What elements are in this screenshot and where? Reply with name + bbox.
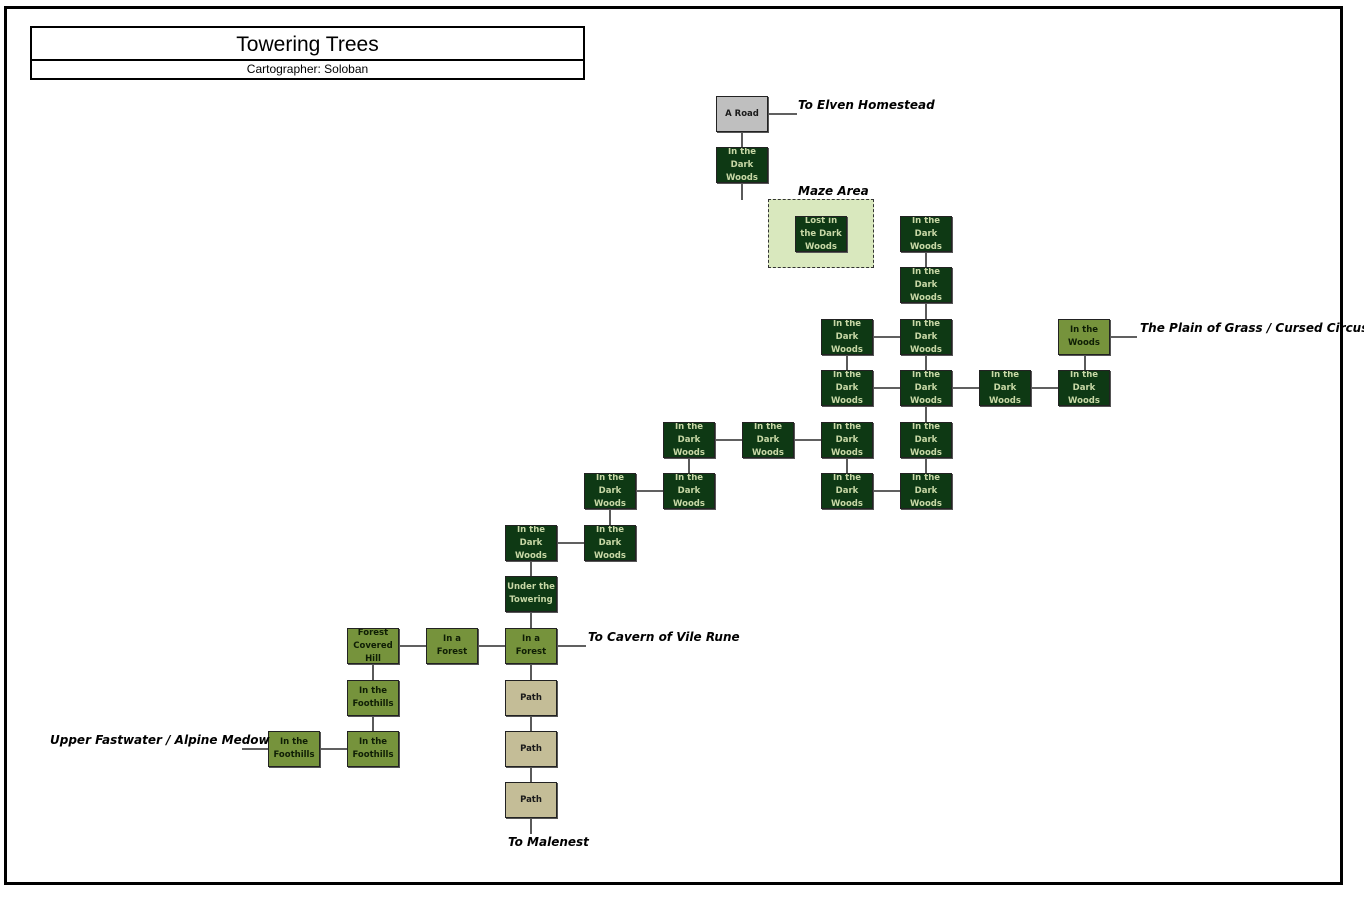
exit-label-plain-of-grass: The Plain of Grass / Cursed Circus [1140, 321, 1364, 335]
room-dark-woods[interactable]: In the Dark Woods [900, 370, 952, 406]
exit-label-malenest: To Malenest [508, 835, 589, 849]
room-in-a-forest[interactable]: In a Forest [505, 628, 557, 664]
room-dark-woods[interactable]: In the Dark Woods [821, 422, 873, 458]
exit-label-upper-fastwater: Upper Fastwater / Alpine Medow [50, 733, 270, 747]
room-lost-in-dark-woods[interactable]: Lost in the Dark Woods [795, 216, 847, 252]
room-dark-woods[interactable]: In the Dark Woods [821, 319, 873, 355]
room-dark-woods[interactable]: In the Dark Woods [742, 422, 794, 458]
room-dark-woods[interactable]: In the Dark Woods [979, 370, 1031, 406]
room-dark-woods[interactable]: In the Dark Woods [900, 319, 952, 355]
room-dark-woods[interactable]: In the Dark Woods [900, 473, 952, 509]
room-dark-woods[interactable]: In the Dark Woods [1058, 370, 1110, 406]
map-frame [4, 6, 1343, 885]
room-in-the-foothills[interactable]: In the Foothills [347, 731, 399, 767]
room-dark-woods[interactable]: In the Dark Woods [900, 422, 952, 458]
room-path[interactable]: Path [505, 731, 557, 767]
map-title: Towering Trees [30, 26, 585, 61]
room-in-the-foothills[interactable]: In the Foothills [347, 680, 399, 716]
maze-area-label: Maze Area [798, 184, 869, 198]
room-forest-covered-hill[interactable]: Forest Covered Hill [347, 628, 399, 664]
room-dark-woods[interactable]: In the Dark Woods [584, 525, 636, 561]
room-dark-woods[interactable]: In the Dark Woods [584, 473, 636, 509]
room-dark-woods[interactable]: In the Dark Woods [900, 267, 952, 303]
room-in-the-foothills[interactable]: In the Foothills [268, 731, 320, 767]
room-a-road[interactable]: A Road [716, 96, 768, 132]
room-dark-woods[interactable]: In the Dark Woods [821, 473, 873, 509]
room-dark-woods[interactable]: In the Dark Woods [821, 370, 873, 406]
room-dark-woods[interactable]: In the Dark Woods [505, 525, 557, 561]
room-in-a-forest[interactable]: In a Forest [426, 628, 478, 664]
room-dark-woods[interactable]: In the Dark Woods [663, 422, 715, 458]
room-under-the-towering[interactable]: Under the Towering [505, 576, 557, 612]
room-dark-woods-top[interactable]: In the Dark Woods [716, 147, 768, 183]
room-dark-woods[interactable]: In the Dark Woods [663, 473, 715, 509]
cartographer-credit: Cartographer: Soloban [30, 61, 585, 80]
room-path[interactable]: Path [505, 782, 557, 818]
room-in-the-woods[interactable]: In the Woods [1058, 319, 1110, 355]
exit-label-elven-homestead: To Elven Homestead [798, 98, 935, 112]
exit-label-cavern-vile-rune: To Cavern of Vile Rune [588, 630, 740, 644]
room-path[interactable]: Path [505, 680, 557, 716]
room-dark-woods[interactable]: In the Dark Woods [900, 216, 952, 252]
